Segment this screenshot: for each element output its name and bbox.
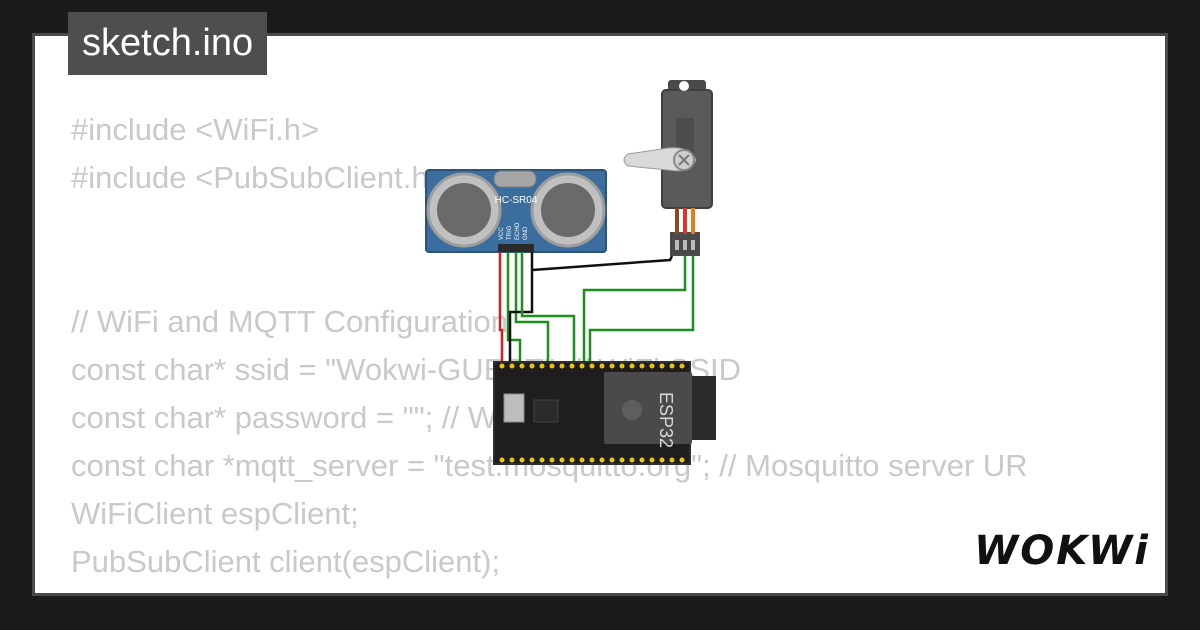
file-tab-label: sketch.ino [82, 22, 254, 64]
file-tab[interactable]: sketch.ino [68, 12, 268, 75]
code-editor[interactable]: #include <WiFi.h> #include <PubSubClient.… [71, 106, 1028, 593]
servo-motor[interactable] [623, 80, 713, 256]
ultrasonic-sensor[interactable]: HC-SR04 VCC TRIG ECHO GND [425, 169, 607, 253]
code-line: #include <PubSubClient.h> [71, 160, 447, 195]
sensor-pin-label: GND [523, 226, 529, 240]
servo-wires [675, 207, 695, 234]
code-line: const int triggerPin = 2; [71, 586, 1028, 593]
esp32-board[interactable]: ESP32 [493, 361, 716, 465]
logo-text: WOKWi [974, 528, 1150, 574]
sensor-pin-label: VCC [499, 227, 505, 240]
header-pins-bottom [499, 457, 685, 463]
code-line: PubSubClient client(espClient); [71, 544, 501, 579]
board-label: ESP32 [656, 392, 676, 448]
code-line: // WiFi and MQTT Configuration [71, 304, 509, 339]
sensor-pin-label: ECHO [515, 222, 521, 240]
code-line: const char *mqtt_server = "test.mosquitt… [71, 448, 1028, 483]
sensor-pin-label: TRIG [507, 225, 513, 240]
wokwi-logo: WOKWi [974, 528, 1150, 574]
editor-panel: #include <WiFi.h> #include <PubSubClient.… [32, 33, 1168, 596]
header-pins-top [499, 363, 685, 369]
code-line: WiFiClient espClient; [71, 496, 359, 531]
wires [498, 252, 695, 362]
sensor-label: HC-SR04 [495, 195, 538, 206]
code-line: #include <WiFi.h> [71, 112, 320, 147]
